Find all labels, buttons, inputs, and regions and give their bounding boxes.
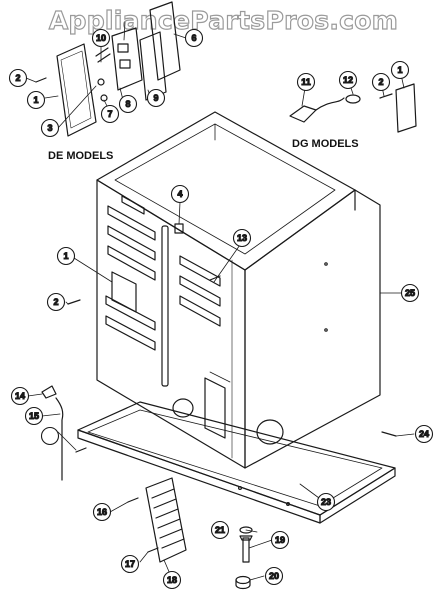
callout-1: 1 bbox=[26, 90, 46, 110]
callout-20: 20 bbox=[264, 566, 284, 586]
callout-1-cabinet: 1 bbox=[56, 246, 76, 266]
svg-text:2: 2 bbox=[378, 77, 383, 87]
svg-text:24: 24 bbox=[419, 429, 429, 439]
dryer-cabinet bbox=[96, 111, 381, 469]
callout-6: 6 bbox=[184, 28, 204, 48]
leader-lines bbox=[25, 21, 415, 581]
svg-text:1: 1 bbox=[63, 251, 68, 261]
svg-text:14: 14 bbox=[15, 391, 25, 401]
svg-text:20: 20 bbox=[269, 571, 279, 581]
svg-text:16: 16 bbox=[97, 507, 107, 517]
callout-18: 18 bbox=[162, 570, 182, 590]
svg-text:2: 2 bbox=[15, 73, 20, 83]
svg-text:13: 13 bbox=[237, 233, 247, 243]
callout-4: 4 bbox=[170, 184, 190, 204]
leveling-leg bbox=[235, 526, 253, 590]
svg-text:21: 21 bbox=[215, 525, 225, 535]
clip-wire bbox=[41, 385, 64, 481]
toe-kick-panel bbox=[145, 477, 187, 563]
callout-12: 12 bbox=[338, 70, 358, 90]
svg-text:18: 18 bbox=[167, 575, 177, 585]
callout-15: 15 bbox=[24, 406, 44, 426]
callout-2: 2 bbox=[8, 68, 28, 88]
svg-text:15: 15 bbox=[29, 411, 39, 421]
callout-3: 3 bbox=[40, 118, 60, 138]
svg-text:9: 9 bbox=[153, 93, 158, 103]
callout-25 bbox=[40, 426, 60, 446]
screws bbox=[67, 275, 397, 553]
callout-22: 23 bbox=[316, 492, 336, 512]
callout-21: 21 bbox=[210, 520, 230, 540]
de-bracket-assembly bbox=[35, 1, 181, 137]
svg-text:10: 10 bbox=[96, 33, 106, 43]
callout-10: 10 bbox=[91, 28, 111, 48]
svg-text:6: 6 bbox=[191, 33, 196, 43]
callout-23: 24 bbox=[414, 424, 434, 444]
callout-17: 17 bbox=[120, 554, 140, 574]
svg-text:1: 1 bbox=[33, 95, 38, 105]
callout-11: 11 bbox=[296, 72, 316, 92]
svg-text:2: 2 bbox=[53, 297, 58, 307]
de-models-label: DE MODELS bbox=[48, 150, 114, 162]
svg-text:3: 3 bbox=[47, 123, 52, 133]
svg-text:17: 17 bbox=[125, 559, 135, 569]
dryer-base bbox=[77, 401, 396, 524]
callout-16: 16 bbox=[92, 502, 112, 522]
dg-cord-assembly bbox=[289, 83, 417, 133]
svg-text:1: 1 bbox=[397, 65, 402, 75]
callout-9: 9 bbox=[146, 88, 166, 108]
svg-text:11: 11 bbox=[301, 77, 311, 87]
callout-8: 8 bbox=[118, 94, 138, 114]
dg-models-label: DG MODELS bbox=[292, 138, 359, 150]
callout-1-dg: 1 bbox=[390, 60, 410, 80]
svg-text:4: 4 bbox=[177, 189, 182, 199]
callout-14: 14 bbox=[10, 386, 30, 406]
svg-text:7: 7 bbox=[107, 109, 112, 119]
callout-13: 13 bbox=[232, 228, 252, 248]
svg-text:8: 8 bbox=[125, 99, 130, 109]
callout-7: 7 bbox=[100, 104, 120, 124]
svg-text:19: 19 bbox=[275, 535, 285, 545]
callout-2-dg: 2 bbox=[371, 72, 391, 92]
callout-2-cabinet: 2 bbox=[46, 292, 66, 312]
svg-text:23: 23 bbox=[321, 497, 331, 507]
svg-text:12: 12 bbox=[343, 75, 353, 85]
callout-19: 19 bbox=[270, 530, 290, 550]
svg-text:25: 25 bbox=[405, 288, 415, 298]
watermark: AppliancePartsPros.com bbox=[48, 5, 399, 35]
callout-24: 25 bbox=[400, 283, 420, 303]
